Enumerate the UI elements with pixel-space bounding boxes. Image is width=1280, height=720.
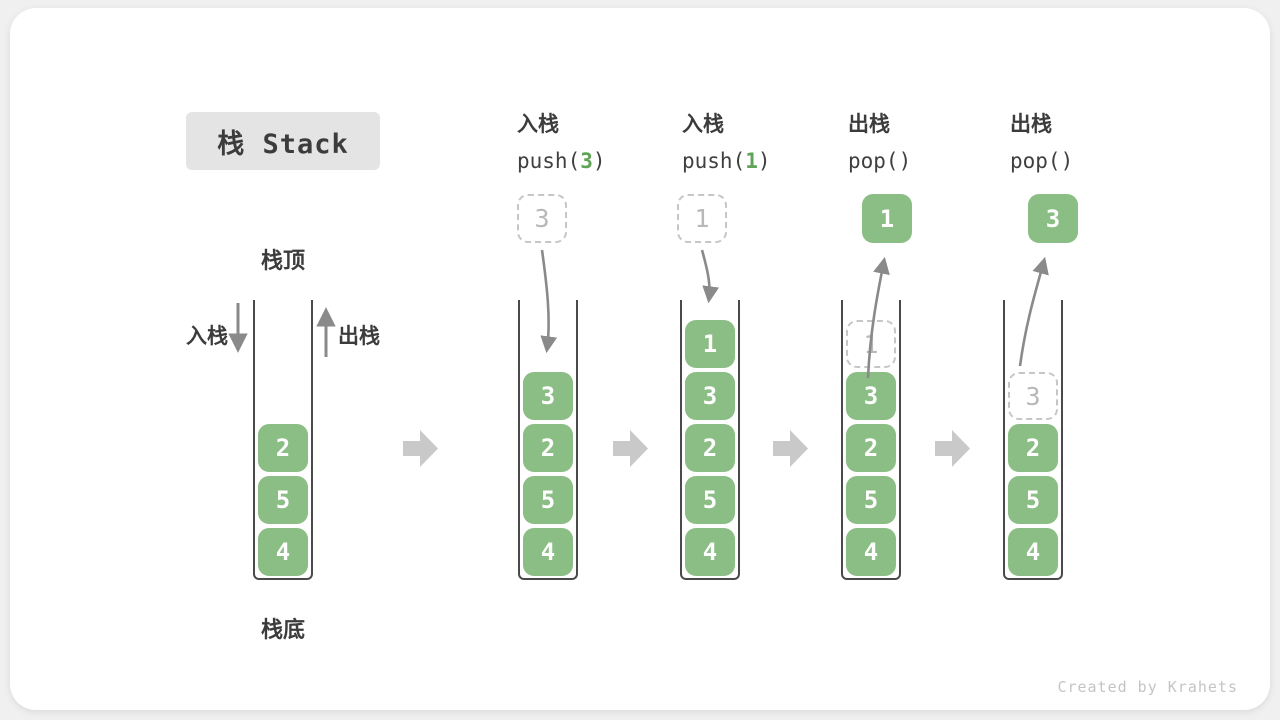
operation-code: pop()	[1010, 149, 1074, 173]
incoming-value-box: 3	[517, 194, 567, 243]
stack-cell: 4	[1008, 528, 1058, 576]
operation-code: pop()	[848, 149, 912, 173]
operation-header-push-1: 入栈 push(1)	[682, 108, 842, 173]
stack-bottom-label: 栈底	[260, 617, 305, 642]
operation-header-push-3: 入栈 push(3)	[517, 108, 677, 173]
watermark-credit: Created by Krahets	[1057, 678, 1238, 696]
stack-cell: 5	[258, 476, 308, 524]
push-argument: 1	[745, 149, 758, 173]
operation-header-pop-2: 出栈 pop()	[1010, 108, 1170, 173]
operation-label: 入栈	[682, 113, 724, 136]
stack-cell: 2	[258, 424, 308, 472]
stack-cell: 2	[1008, 424, 1058, 472]
stack-cell: 1	[846, 320, 896, 368]
stack-cell: 4	[258, 528, 308, 576]
pop-direction-label: 出栈	[338, 325, 380, 348]
stack-cell: 4	[523, 528, 573, 576]
stack-cell: 3	[846, 372, 896, 420]
stack-cell: 5	[685, 476, 735, 524]
operation-label: 出栈	[848, 113, 890, 136]
operation-code: push(1)	[682, 149, 771, 173]
stack-cell: 2	[846, 424, 896, 472]
popped-value-box: 1	[862, 194, 912, 243]
diagram-title: 栈 Stack	[186, 112, 380, 170]
popped-value-box: 3	[1028, 194, 1078, 243]
stack-cell: 3	[523, 372, 573, 420]
stack-cell: 2	[685, 424, 735, 472]
stack-cell: 4	[846, 528, 896, 576]
operation-header-pop-1: 出栈 pop()	[848, 108, 1008, 173]
operation-label: 出栈	[1010, 113, 1052, 136]
stack-cell: 5	[1008, 476, 1058, 524]
stack-cell: 5	[523, 476, 573, 524]
operation-label: 入栈	[517, 113, 559, 136]
push-argument: 3	[580, 149, 593, 173]
operation-code: push(3)	[517, 149, 606, 173]
stack-top-label: 栈顶	[260, 248, 305, 273]
stack-cell: 3	[1008, 372, 1058, 420]
push-direction-label: 入栈	[186, 325, 228, 348]
stack-cell: 4	[685, 528, 735, 576]
incoming-value-box: 1	[677, 194, 727, 243]
stack-cell: 2	[523, 424, 573, 472]
stack-cell: 1	[685, 320, 735, 368]
stack-cell: 3	[685, 372, 735, 420]
stack-cell: 5	[846, 476, 896, 524]
